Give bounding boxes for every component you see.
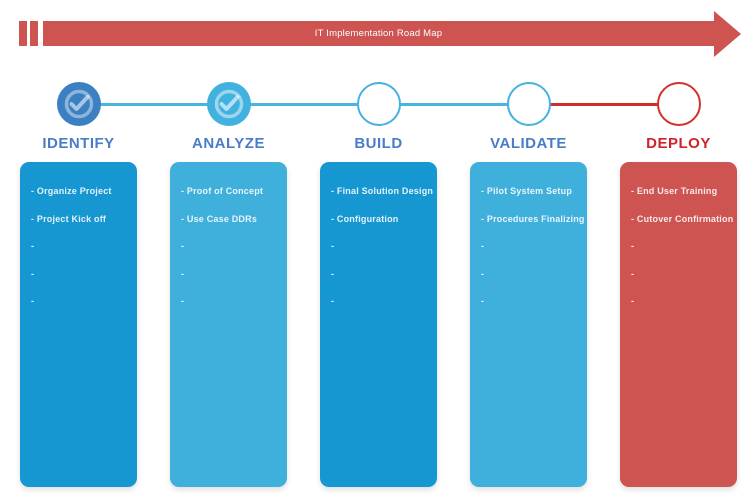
card-item: - Final Solution Design	[331, 186, 434, 196]
banner-arrow-head-icon	[714, 11, 741, 57]
card-item: - Use Case DDRs	[181, 213, 258, 224]
card-item: - Proof of Concept	[181, 186, 264, 196]
card-item: -	[181, 296, 185, 306]
card-item: -	[481, 296, 485, 306]
banner-title: IT Implementation Road Map	[314, 28, 443, 39]
check-icon	[206, 82, 251, 126]
phase-label-identify: IDENTIFY	[42, 135, 115, 152]
card-item: - Procedures Finalizing	[481, 213, 585, 224]
banner-stripe	[30, 21, 38, 46]
phase-labels: IDENTIFY ANALYZE BUILD VALIDATE DEPLOY	[0, 135, 751, 152]
card-item: -	[481, 268, 485, 279]
phase-label-build: BUILD	[354, 135, 403, 152]
banner-arrow-body: IT Implementation Road Map	[43, 21, 714, 46]
timeline-connector-red	[529, 103, 679, 106]
phase-label-analyze: ANALYZE	[192, 135, 265, 152]
card-item: - Organize Project	[31, 186, 112, 196]
card-item: -	[631, 241, 635, 251]
card-item: -	[481, 241, 485, 251]
card-validate: - Pilot System Setup - Procedures Finali…	[470, 162, 587, 487]
card-identify: - Organize Project - Project Kick off - …	[20, 162, 137, 487]
empty-circle-icon	[656, 81, 701, 126]
step-validate	[470, 81, 587, 126]
card-deploy: - End User Training - Cutover Confirmati…	[620, 162, 737, 487]
timeline-connector-blue	[78, 103, 529, 106]
banner-stripe	[19, 21, 27, 46]
card-item: -	[331, 268, 335, 279]
timeline-steps	[0, 81, 751, 126]
card-item: -	[31, 241, 35, 251]
phase-label-validate: VALIDATE	[490, 135, 567, 152]
step-build	[320, 81, 437, 126]
card-item: -	[31, 268, 35, 279]
card-item: - Pilot System Setup	[481, 186, 573, 196]
card-item: -	[31, 296, 35, 306]
card-item: - End User Training	[631, 186, 718, 196]
card-item: -	[631, 296, 635, 306]
step-deploy	[620, 81, 737, 126]
step-analyze	[170, 82, 287, 126]
check-icon	[56, 82, 101, 126]
phase-label-deploy: DEPLOY	[646, 135, 711, 152]
card-item: -	[331, 241, 335, 251]
step-identify	[20, 82, 137, 126]
card-build: - Final Solution Design - Configuration …	[320, 162, 437, 487]
card-item: - Cutover Confirmation	[631, 213, 734, 224]
phase-cards: - Organize Project - Project Kick off - …	[0, 162, 751, 487]
card-item: -	[181, 268, 185, 279]
card-item: - Project Kick off	[31, 213, 107, 224]
empty-circle-icon	[356, 81, 401, 126]
card-item: -	[631, 268, 635, 279]
card-item: -	[331, 296, 335, 306]
roadmap-banner: IT Implementation Road Map	[0, 0, 751, 57]
card-item: - Configuration	[331, 213, 399, 224]
card-analyze: - Proof of Concept - Use Case DDRs - - -	[170, 162, 287, 487]
empty-circle-icon	[506, 81, 551, 126]
card-item: -	[181, 241, 185, 251]
